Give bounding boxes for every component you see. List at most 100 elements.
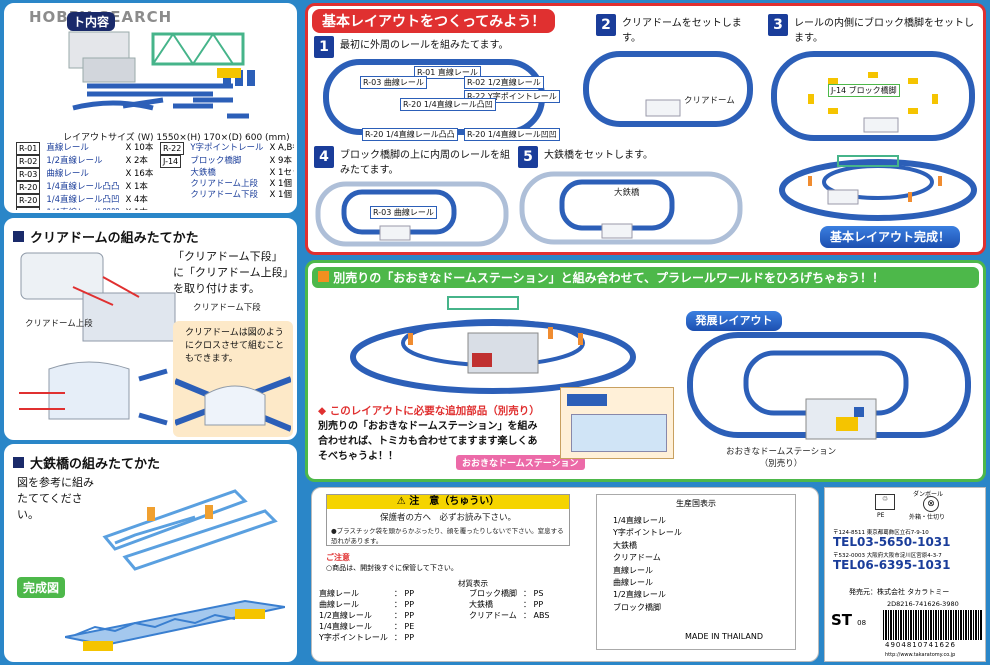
step-text: クリアドームをセットします。 bbox=[622, 18, 742, 44]
material-part: 1/2直線レール bbox=[319, 611, 372, 620]
material-type: ： PP bbox=[523, 600, 544, 609]
label-r03-step4: R-03 曲線レール bbox=[370, 206, 437, 219]
expansion-note-title: ◆ このレイアウトに必要な追加部品（別売り） bbox=[318, 405, 540, 417]
material-part: ブロック橋脚 bbox=[469, 589, 517, 598]
caution-line2: ●プラスチック袋を頭からかぶったり、顔を覆ったりしないで下さい。窒息する恐れがあ… bbox=[331, 527, 564, 545]
step-text: ブロック橋脚の上に内周のレールを組みたてます。 bbox=[340, 150, 510, 176]
track-pieces bbox=[72, 83, 249, 119]
part-code: R-02 bbox=[16, 155, 41, 168]
bridge-complete-illustration bbox=[65, 599, 285, 651]
material-part: 1/4直線レール bbox=[319, 622, 372, 631]
country-header: 生産国表示 bbox=[676, 499, 716, 508]
caution-note-header: ご注意 bbox=[326, 553, 350, 562]
country-item: 大鉄橋 bbox=[613, 540, 637, 550]
recycle-pp-icon: ♲ bbox=[875, 494, 895, 510]
material-row: Y字ポイントレール： PP bbox=[316, 632, 417, 643]
cardboard-label: 外箱・仕切り bbox=[909, 514, 946, 521]
barcode-top: 2D8216-741626-3980 bbox=[887, 600, 959, 608]
step-text: 最初に外周のレールを組みたてます。 bbox=[340, 40, 509, 51]
step-3-layout bbox=[771, 51, 975, 141]
material-type: ： PE bbox=[393, 622, 415, 631]
caution-note-line: ○商品は、開封後すぐに保管して下さい。 bbox=[326, 564, 458, 572]
label-r20-b: R-20 1/4直線レール凸凸 bbox=[362, 128, 458, 141]
material-part: Y字ポイントレール bbox=[319, 633, 388, 642]
parts-title: ト内容 bbox=[67, 12, 116, 31]
caution-line1: 保護者の方へ 必ずお読み下さい。 bbox=[379, 513, 516, 523]
made-in: MADE IN THAILAND bbox=[685, 632, 764, 641]
country-item: 1/4直線レール bbox=[613, 516, 666, 525]
step-5: 5 大鉄橋をセットします。 大鉄橋 bbox=[518, 146, 748, 252]
part-qty: X 9本 bbox=[269, 156, 292, 166]
dome-instruction: 「クリアドーム下段」に「クリアドーム上段」を取り付けます。 bbox=[173, 250, 289, 295]
part-row: クリアドーム下段 X 1個 bbox=[157, 190, 294, 201]
country-item: Y字ポイントレール bbox=[613, 528, 682, 538]
label-r02: R-02 1/2直線レール bbox=[464, 76, 544, 89]
expansion-title: 別売りの「おおきなドームステーション」と組み合わせて、プラレールワールドをひろげ… bbox=[312, 267, 979, 288]
label-r01: R-01 直線レール bbox=[414, 66, 481, 79]
part-code: R-03 bbox=[16, 168, 41, 181]
step-number: 5 bbox=[518, 146, 538, 168]
basic-layout-title: 基本レイアウトをつくってみよう！ bbox=[312, 9, 556, 33]
step-number: 4 bbox=[314, 146, 334, 168]
address-1: 〒124-8511 東京都葛飾区立石7-9-10 bbox=[833, 530, 929, 536]
country-item: 直線レール bbox=[613, 565, 653, 575]
expansion-subtitle: 発展レイアウト bbox=[686, 311, 782, 331]
label-r03: R-03 曲線レール bbox=[360, 76, 427, 89]
part-code: R-01 bbox=[16, 142, 41, 155]
caution-header: ⚠ 注 意（ちゅうい） bbox=[327, 495, 569, 509]
bridge-assembly-illustration bbox=[102, 489, 278, 571]
basic-layout-panel: 基本レイアウトをつくってみよう！ 1 最初に外周のレールを組みたてます。 R-0… bbox=[305, 3, 986, 255]
part-qty: X 1本 bbox=[125, 182, 148, 192]
part-qty: X 1本 bbox=[125, 208, 148, 213]
material-row: ブロック橋脚： PS bbox=[466, 588, 552, 599]
part-name: 1/4直線レール凸凹 bbox=[46, 195, 120, 205]
clear-dome-mini bbox=[645, 99, 681, 117]
part-name: 直線レール bbox=[46, 143, 89, 153]
part-qty: X 1個 bbox=[269, 179, 292, 189]
country-item: ブロック橋脚 bbox=[613, 602, 661, 612]
cardboard-title: ダンボール bbox=[913, 491, 944, 498]
material-part: 曲線レール bbox=[319, 600, 359, 609]
square-bullet-icon bbox=[318, 271, 329, 282]
dome-lower-label: クリアドーム下段 bbox=[193, 303, 261, 313]
product-label: おおきなドームステーション bbox=[456, 455, 585, 470]
step-2-label: クリアドーム bbox=[684, 96, 735, 106]
layout-size: レイアウトサイズ (W) 1550×(H) 170×(D) 600 (mm) bbox=[63, 133, 290, 143]
country-item: クリアドーム bbox=[613, 553, 661, 563]
cardboard-icon: ⊗ bbox=[923, 496, 939, 512]
completed-basic-layout bbox=[779, 155, 977, 221]
step-3: 3 レールの内側にブロック橋脚をセットします。 J-14 ブロック橋脚 bbox=[768, 14, 983, 144]
cross-dome-illustration bbox=[175, 376, 291, 432]
part-name: Y字ポイントレール bbox=[190, 143, 264, 153]
step-number: 2 bbox=[596, 14, 616, 36]
material-row: 直線レール： PP bbox=[316, 588, 417, 599]
part-code: R-20 bbox=[16, 181, 41, 194]
dome-cross-note: クリアドームは図のようにクロスさせて組むこともできます。 bbox=[185, 328, 285, 365]
part-name: クリアドーム上段 bbox=[190, 179, 259, 189]
part-qty: X 4本 bbox=[125, 195, 148, 205]
material-type: ： PP bbox=[393, 589, 415, 598]
parts-panel: HOBBY SEARCH ト内容 レイアウトサイズ (W) 1550×(H) 1… bbox=[4, 3, 297, 213]
step-1: 1 最初に外周のレールを組みたてます。 R-01 直線レール R-03 曲線レー… bbox=[314, 36, 560, 141]
diamond-bullet-icon: ◆ bbox=[318, 405, 327, 417]
part-qty: X 1個 bbox=[269, 190, 292, 200]
step-4: 4 ブロック橋脚の上に内周のレールを組みたてます。 R-03 曲線レール bbox=[314, 146, 514, 252]
bridge-panel: 大鉄橋の組みたてかた 図を参考に組みたててください。 完成図 bbox=[4, 444, 297, 662]
part-name: クリアドーム下段 bbox=[190, 190, 259, 200]
country-item: 曲線レール bbox=[613, 578, 653, 588]
dome-bottom-illustration bbox=[19, 361, 168, 426]
square-bullet-icon bbox=[13, 231, 24, 242]
step-2-layout bbox=[583, 51, 753, 127]
st-mark: ST 08 bbox=[831, 611, 867, 629]
material-type: ： ABS bbox=[523, 611, 550, 620]
caution-box: ⚠ 注 意（ちゅうい） 保護者の方へ 必ずお読み下さい。 ●プラスチック袋を頭か… bbox=[326, 494, 570, 546]
